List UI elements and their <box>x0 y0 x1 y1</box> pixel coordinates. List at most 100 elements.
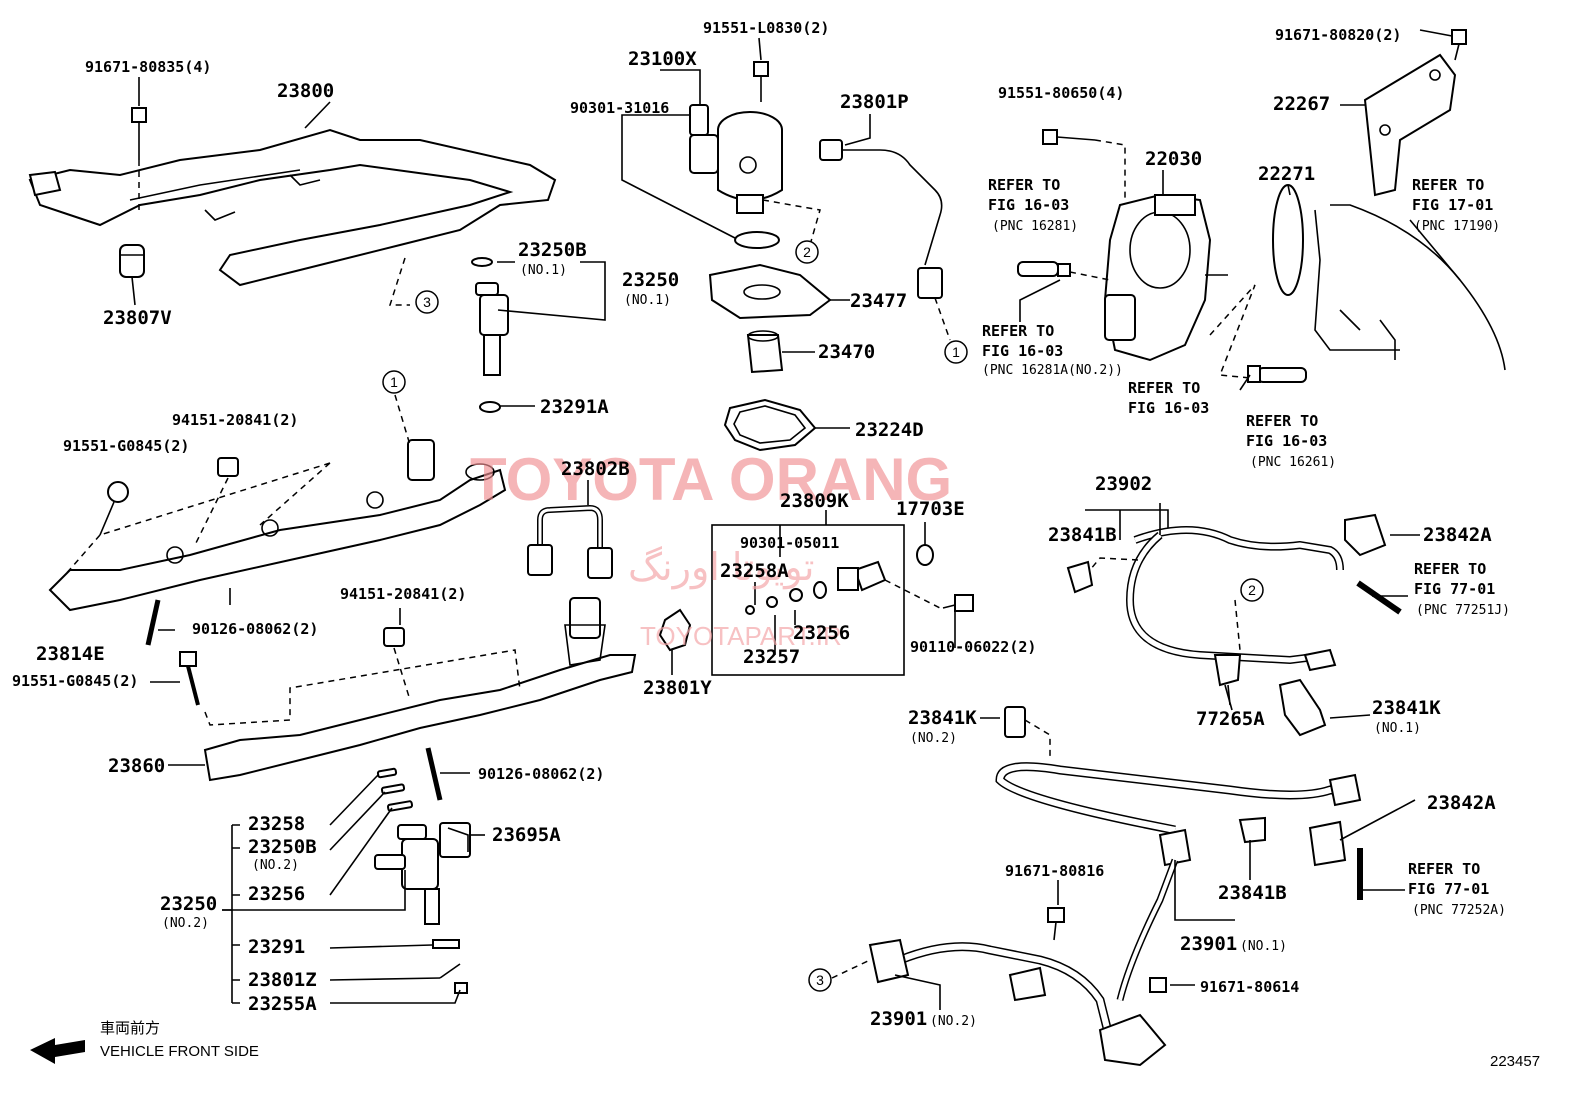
part-17703E-grommet <box>916 544 934 566</box>
part-22030-throttle-body <box>1103 193 1228 362</box>
refer2-line1: REFER TO <box>982 322 1054 340</box>
label-91551-80650: 91551-80650(4) <box>998 84 1124 102</box>
label-23250B-no2: 23250B <box>248 836 317 858</box>
label-23258A: 23258A <box>720 560 789 582</box>
label-23841K-no2-note: (NO.2) <box>910 731 957 746</box>
callout-circle-2-hose: 2 <box>1240 578 1264 602</box>
label-23100X: 23100X <box>628 48 697 70</box>
leader-rail-lower-dashes <box>204 647 521 726</box>
leader-rail-1 <box>394 394 411 446</box>
part-91551-G0845-bolt-a <box>99 481 129 536</box>
refer3-line2: FIG 16-03 <box>1128 399 1209 417</box>
svg-text:2: 2 <box>803 244 811 260</box>
part-23860-rail-lower <box>203 597 637 782</box>
svg-text:1: 1 <box>952 344 960 360</box>
refer7-line1: REFER TO <box>1408 860 1480 878</box>
part-91551-G0845-bolt-b <box>179 651 200 706</box>
label-91671-80614: 91671-80614 <box>1200 978 1299 996</box>
label-23901-no2: 23901 <box>870 1008 927 1030</box>
part-22271-gasket <box>1272 184 1304 296</box>
pump-oring <box>734 231 780 249</box>
label-90126-08062-a: 90126-08062(2) <box>192 620 318 638</box>
part-23801P-pipe <box>819 139 943 299</box>
callout-circle-1-pipe: 1 <box>944 340 968 364</box>
label-94151-20841-b: 94151-20841(2) <box>340 585 466 603</box>
part-23902-hose <box>1066 513 1402 737</box>
refer7-line2: FIG 77-01 <box>1408 880 1489 898</box>
label-90126-08062-b: 90126-08062(2) <box>478 765 604 783</box>
leader-90110 <box>884 579 941 609</box>
refer1-line1: REFER TO <box>988 176 1060 194</box>
refer1-line2: FIG 16-03 <box>988 196 1069 214</box>
label-23809K: 23809K <box>780 490 849 512</box>
refer2-line2: FIG 16-03 <box>982 342 1063 360</box>
svg-text:3: 3 <box>816 972 824 988</box>
label-23250B-no1-note: (NO.1) <box>520 263 567 278</box>
label-23841K-no1: 23841K <box>1372 697 1441 719</box>
leader-rail-dashes <box>64 462 331 576</box>
part-22267-bracket <box>1363 53 1457 197</box>
label-23250-no1: 23250 <box>622 269 679 291</box>
label-91671-80835: 91671-80835(4) <box>85 58 211 76</box>
label-77265A: 77265A <box>1196 708 1265 730</box>
callout-circle-3-bottom: 3 <box>808 968 832 992</box>
label-23250-no2: 23250 <box>160 893 217 915</box>
label-90301-31016: 90301-31016 <box>570 99 669 117</box>
label-91671-80820: 91671-80820(2) <box>1275 26 1401 44</box>
label-23250-no1-note: (NO.1) <box>624 293 671 308</box>
front-label: VEHICLE FRONT SIDE <box>100 1043 259 1060</box>
part-23814E-delivery-pipe <box>48 439 507 612</box>
label-23841K-no2: 23841K <box>908 707 977 729</box>
part-23901-hose-no1 <box>995 706 1363 900</box>
label-23256-box: 23256 <box>793 622 850 644</box>
label-23256: 23256 <box>248 883 305 905</box>
part-23100X-pump <box>689 104 783 214</box>
watermark-persian: تویوتا اورنگ <box>628 545 815 590</box>
label-23801P: 23801P <box>840 91 909 113</box>
part-91551-L0830-bolt <box>753 61 769 102</box>
label-23257: 23257 <box>743 646 800 668</box>
part-91671-80820-bolt <box>1451 29 1467 61</box>
part-90126-08062-stud-b <box>425 747 443 801</box>
label-23901-no2-note: (NO.2) <box>930 1014 977 1029</box>
label-23842A-lower: 23842A <box>1427 792 1496 814</box>
label-23807V: 23807V <box>103 307 172 329</box>
refer1-line3: (PNC 16281) <box>992 219 1078 234</box>
part-23477-insulator <box>708 263 832 320</box>
label-23291: 23291 <box>248 936 305 958</box>
part-90110-06022-bolt <box>942 594 974 612</box>
figure-id: 223457 <box>1490 1053 1540 1070</box>
label-23477: 23477 <box>850 290 907 312</box>
leader-3-top <box>388 257 410 306</box>
front-arrow-icon <box>30 1038 85 1064</box>
label-23250B-no1: 23250B <box>518 239 587 261</box>
vehicle-front-indicator: 車両前方 VEHICLE FRONT SIDE <box>30 1020 259 1064</box>
label-23802B: 23802B <box>561 458 630 480</box>
part-23801Y-gasket <box>658 608 692 652</box>
label-22030: 22030 <box>1145 148 1202 170</box>
part-23802B-pipe <box>527 504 613 579</box>
refer6-line1: REFER TO <box>1414 560 1486 578</box>
label-23801Y: 23801Y <box>643 677 712 699</box>
refer6-line2: FIG 77-01 <box>1414 580 1495 598</box>
label-91551-G0845-b: 91551-G0845(2) <box>12 672 138 690</box>
part-23224D-gasket <box>723 398 817 452</box>
label-23801Z: 23801Z <box>248 969 317 991</box>
part-23250-injector-no2 <box>374 767 468 994</box>
label-23250B-no2-note: (NO.2) <box>252 858 299 873</box>
leader-23841K-2 <box>1024 719 1051 760</box>
label-23860: 23860 <box>108 755 165 777</box>
label-91551-G0845-a: 91551-G0845(2) <box>63 437 189 455</box>
leader-refer-3 <box>1239 374 1251 391</box>
part-90126-08062-stud-a <box>145 599 161 646</box>
label-23250-no2-note: (NO.2) <box>162 916 209 931</box>
part-94151-20841-nut-b <box>383 627 405 647</box>
label-23470: 23470 <box>818 341 875 363</box>
part-91671-80835-bolt <box>131 107 147 160</box>
svg-text:3: 3 <box>423 294 431 310</box>
refer2-line3: (PNC 16281A(NO.2)) <box>982 363 1123 378</box>
label-22267: 22267 <box>1273 93 1330 115</box>
svg-text:2: 2 <box>1248 582 1256 598</box>
